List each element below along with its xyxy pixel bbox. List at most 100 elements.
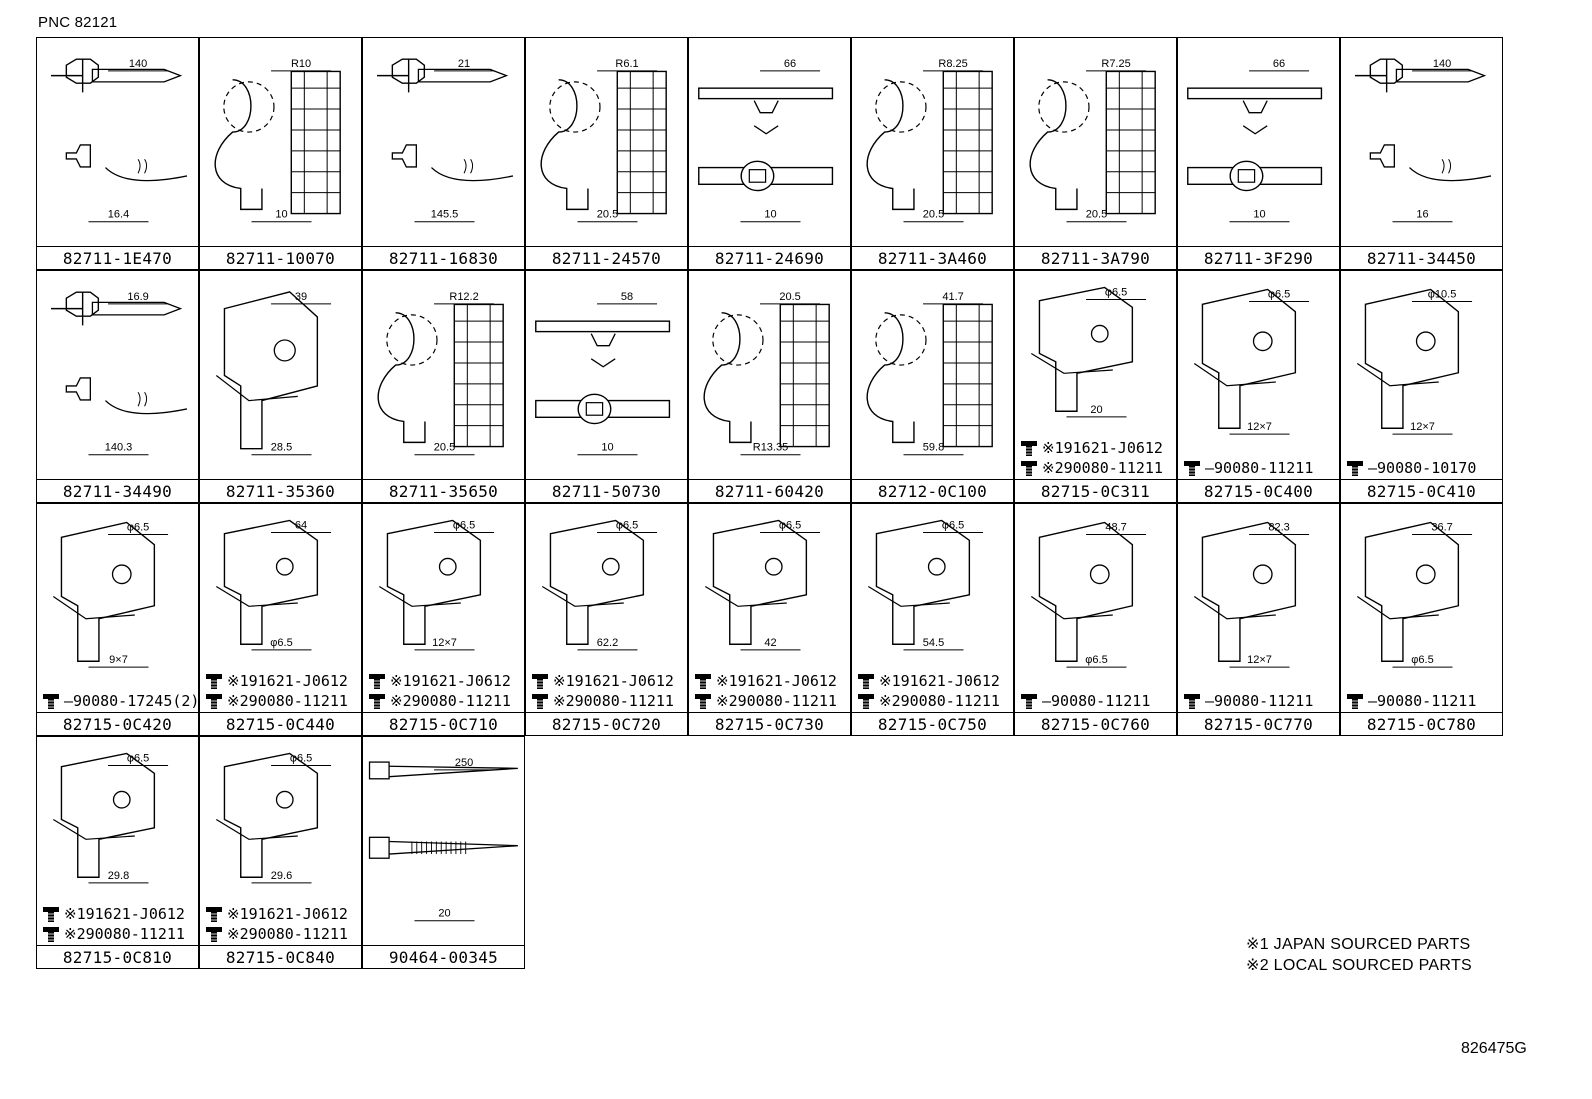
- part-drawing: R12.220.5: [377, 291, 504, 456]
- hardware-item: ※191621-J0612: [40, 904, 198, 924]
- hardware-list: —90080-11211: [1344, 691, 1502, 711]
- part-drawing: φ6.542: [704, 520, 821, 651]
- hardware-item: ※290080-11211: [692, 691, 850, 711]
- dimension-label: R7.25: [1101, 58, 1130, 70]
- part-number-label: 82715-0C750: [852, 712, 1013, 737]
- hardware-list: ※191621-J0612 ※290080-11211: [855, 671, 1013, 711]
- hardware-item: ※191621-J0612: [366, 671, 524, 691]
- dimension-label: R12.2: [449, 291, 478, 303]
- hardware-part-number: ※290080-11211: [390, 692, 511, 710]
- dimension-label: φ6.5: [1085, 654, 1107, 666]
- dimension-label: 54.5: [923, 637, 944, 649]
- part-number-label: 82715-0C311: [1015, 479, 1176, 504]
- dimension-label: R13.35: [753, 442, 788, 454]
- hardware-list: ※191621-J0612※290080-11211: [692, 671, 850, 711]
- part-number-label: 90464-00345: [363, 945, 524, 970]
- dimension-label: φ6.5: [270, 637, 292, 649]
- pnc-label: PNC 82121: [38, 14, 118, 31]
- bolt-icon: [206, 694, 222, 709]
- hardware-item: ※290080-11211: [203, 691, 361, 711]
- part-drawing: 82.312×7: [1193, 522, 1310, 668]
- hardware-part-number: ※290080-11211: [553, 692, 674, 710]
- bolt-icon: [1021, 441, 1037, 456]
- note-japan: ※1 JAPAN SOURCED PARTS: [1246, 936, 1471, 953]
- part-number-label: 82711-3F290: [1178, 246, 1339, 271]
- hardware-part-number: ※290080-11211: [879, 692, 1000, 710]
- hardware-list: ※191621-J0612※290080-11211: [40, 904, 198, 944]
- dimension-label: 16.4: [108, 209, 129, 221]
- part-number-label: 82712-0C100: [852, 479, 1013, 504]
- bolt-icon: [1021, 694, 1037, 709]
- hardware-list: ※191621-J0612※290080-11211: [203, 904, 361, 944]
- hardware-list: —90080-11211: [1181, 691, 1339, 711]
- hardware-item: ※290080-11211: [1018, 458, 1176, 478]
- hardware-part-number: ※191621-J0612: [879, 672, 1000, 690]
- dimension-label: 36.7: [1431, 522, 1452, 534]
- dimension-label: 62.2: [597, 637, 618, 649]
- bolt-icon: [206, 907, 222, 922]
- dimension-label: 58: [621, 291, 633, 303]
- part-number-label: 82711-34490: [37, 479, 198, 504]
- part-number-label: 82711-16830: [363, 246, 524, 271]
- hardware-list: —90080-17245(2): [40, 691, 199, 711]
- part-number-label: 82715-0C730: [689, 712, 850, 737]
- bolt-icon: [206, 927, 222, 942]
- bolt-icon: [858, 674, 874, 689]
- hardware-part-number: —90080-11211: [1368, 692, 1477, 710]
- hardware-item: ※191621-J0612: [529, 671, 687, 691]
- dimension-label: 29.8: [108, 870, 129, 882]
- part-drawing: 64 φ6.5: [215, 520, 332, 651]
- hardware-item: —90080-11211: [1181, 691, 1339, 711]
- part-number-label: 82715-0C720: [526, 712, 687, 737]
- part-number-label: 82715-0C840: [200, 945, 361, 970]
- part-drawing: φ10.512×7: [1356, 289, 1473, 435]
- dimension-label: 12×7: [1247, 654, 1272, 666]
- part-number-label: 82715-0C400: [1178, 479, 1339, 504]
- hardware-item: —90080-11211: [1018, 691, 1176, 711]
- dimension-label: 140.3: [105, 442, 133, 454]
- dimension-label: φ6.5: [290, 753, 312, 765]
- dimension-label: 59.8: [923, 442, 944, 454]
- dimension-label: φ10.5: [1428, 289, 1457, 301]
- dimension-label: 12×7: [1247, 421, 1272, 433]
- dimension-label: 48.7: [1105, 522, 1126, 534]
- dimension-label: R8.25: [938, 58, 967, 70]
- hardware-part-number: —90080-11211: [1042, 692, 1151, 710]
- part-number-label: 82715-0C770: [1178, 712, 1339, 737]
- part-drawing: φ6.520: [1030, 287, 1147, 418]
- bolt-icon: [1184, 694, 1200, 709]
- dimension-label: φ6.5: [1105, 287, 1127, 299]
- part-number-label: 82711-50730: [526, 479, 687, 504]
- hardware-item: ※290080-11211: [855, 691, 1013, 711]
- dimension-label: 20: [438, 908, 450, 920]
- part-drawing: 36.7φ6.5: [1356, 522, 1473, 668]
- hardware-list: ※191621-J0612※290080-11211: [529, 671, 687, 711]
- dimension-label: 10: [275, 209, 287, 221]
- part-drawing: 41.759.8: [866, 291, 993, 456]
- dimension-label: 64: [295, 520, 307, 532]
- hardware-item: —90080-17245(2): [40, 691, 199, 711]
- hardware-part-number: —90080-11211: [1205, 692, 1314, 710]
- dimension-label: 29.6: [271, 870, 292, 882]
